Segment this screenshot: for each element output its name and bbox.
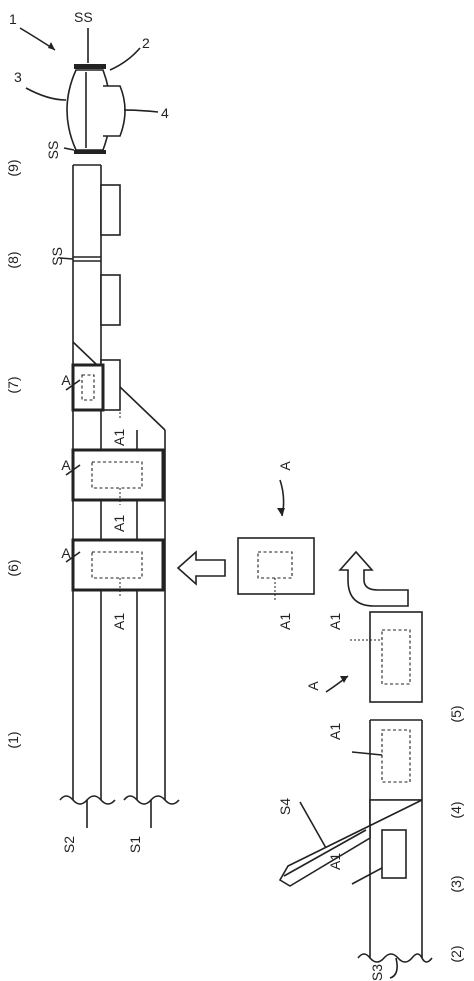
- label-2: 2: [142, 35, 150, 51]
- label-s1: S1: [127, 836, 143, 853]
- label-a1-6a: A1: [111, 613, 127, 630]
- arrowhead-1: [48, 42, 55, 50]
- step-6: (6): [5, 559, 21, 576]
- label-s4: S4: [277, 798, 293, 815]
- label-a-6b: A: [61, 457, 71, 473]
- a-7-leader: [65, 379, 81, 391]
- folded-product: 1 SS 2 3 4 SS: [9, 9, 169, 159]
- step-3: (3): [448, 875, 464, 892]
- step-labels-upper: (9) (8) (7) (6) (1): [5, 159, 21, 748]
- transfer-stage: A A1 A A1: [176, 461, 423, 703]
- label-ss-mid: SS: [49, 247, 65, 266]
- ss-mid-leader: [59, 257, 74, 260]
- absorbent-6b: [71, 448, 165, 502]
- product-part-4: [103, 85, 126, 137]
- step-2: (2): [448, 945, 464, 962]
- lower-web: S4 A1 A1 S3: [277, 719, 433, 981]
- sheet-s4-inner: [283, 829, 367, 877]
- a-6a-leader: [65, 551, 81, 563]
- upper-web: S2 S1 SS A A A A1 A1 A1: [49, 164, 180, 853]
- tab-8: [100, 274, 121, 326]
- label-a-6a: A: [61, 545, 71, 561]
- label-a-7: A: [61, 372, 71, 388]
- label-a1-step3: A1: [327, 853, 343, 870]
- step-labels-lower: (5) (4) (3) (2): [448, 705, 464, 962]
- step-1: (1): [5, 731, 21, 748]
- leader-4: [123, 109, 159, 113]
- a-flipped-arrowhead: [340, 676, 348, 683]
- step-4: (4): [448, 801, 464, 818]
- seal-bottom: [74, 150, 106, 154]
- absorbent-core-7: [81, 374, 95, 401]
- absorbent-core-6b: [91, 461, 143, 489]
- transfer-arrow: [176, 550, 226, 586]
- label-1: 1: [9, 11, 17, 27]
- s4-leader: [299, 801, 327, 849]
- absorbent-6a: [71, 538, 165, 592]
- absorbent-core-flipped: [381, 629, 411, 685]
- s3-leader: [389, 957, 398, 979]
- label-ss-top: SS: [74, 9, 93, 25]
- a-6b-leader: [65, 464, 81, 476]
- absorbent-core-step3: [381, 829, 407, 879]
- label-a1-moving: A1: [277, 613, 293, 630]
- label-ss-bottom: SS: [45, 141, 61, 160]
- label-s3: S3: [369, 964, 385, 981]
- a1-step3-leader: [351, 867, 383, 885]
- label-a-flipped: A: [305, 681, 321, 691]
- step-9: (9): [5, 159, 21, 176]
- absorbent-moving: [237, 537, 315, 595]
- label-a1-7: A1: [111, 429, 127, 446]
- web-s3-break: [357, 953, 433, 963]
- ss-bottom-leader: [63, 147, 75, 151]
- absorbent-flipped: [369, 611, 423, 703]
- label-s2: S2: [61, 836, 77, 853]
- leader-2: [109, 47, 141, 71]
- label-a1-6b: A1: [111, 515, 127, 532]
- absorbent-core-step4: [381, 729, 411, 783]
- label-a-moving: A: [277, 461, 293, 471]
- flip-arrow: [338, 550, 409, 607]
- a-moving-arrowhead: [277, 508, 285, 516]
- seal-top: [74, 64, 106, 69]
- label-4: 4: [161, 105, 169, 121]
- absorbent-7: [71, 363, 105, 412]
- absorbent-core-6a: [91, 551, 143, 579]
- step-7: (7): [5, 376, 21, 393]
- a1-step4-leader: [351, 751, 383, 756]
- step-5: (5): [448, 705, 464, 722]
- sheet-s4: [278, 799, 423, 887]
- leader-3: [25, 87, 67, 101]
- step-8: (8): [5, 251, 21, 268]
- label-a1-flipped: A1: [327, 613, 343, 630]
- tab-9: [100, 184, 121, 236]
- label-a1-step4: A1: [327, 723, 343, 740]
- label-3: 3: [14, 69, 22, 85]
